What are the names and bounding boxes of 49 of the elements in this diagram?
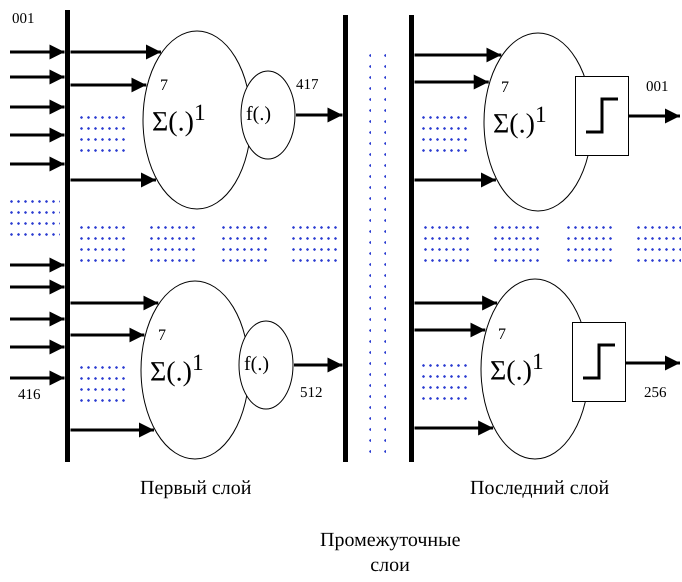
sum-formula: Σ(.)$^{1}$ <box>150 352 204 386</box>
edge-label: 001 <box>12 12 34 27</box>
sum-upper-limit: 7 <box>158 328 166 344</box>
arrow <box>10 312 64 326</box>
arrow <box>414 322 486 338</box>
arrow <box>296 108 342 122</box>
arrow <box>629 108 680 124</box>
arrow <box>10 70 64 84</box>
edge-label: 001 <box>646 80 668 95</box>
arrow <box>10 100 64 114</box>
activation-box <box>575 76 629 156</box>
arrow <box>10 280 64 294</box>
sum-formula: Σ(.)$^{1}$ <box>493 104 547 138</box>
sum-upper-limit: 7 <box>160 78 168 94</box>
edge-label: 512 <box>300 386 322 401</box>
arrow <box>10 156 64 172</box>
layer-caption: Первый слой <box>140 478 252 498</box>
arrow <box>10 128 64 142</box>
edge-label: 417 <box>296 78 318 93</box>
activation-circle <box>238 320 294 410</box>
layer-caption: Последний слой <box>470 478 610 498</box>
sum-upper-limit: 7 <box>498 327 506 343</box>
arrow <box>10 44 64 60</box>
sum-formula: Σ(.)$^{1}$ <box>152 102 206 136</box>
edge-label: 416 <box>18 388 40 403</box>
arrow <box>414 74 489 90</box>
arrow <box>10 370 64 386</box>
arrow <box>294 358 342 372</box>
edge-label: 256 <box>644 386 666 401</box>
sum-formula: Σ(.)$^{1}$ <box>490 351 544 386</box>
sum-upper-limit: 7 <box>501 80 509 96</box>
arrow <box>70 172 156 188</box>
layer-caption: Промежуточные слои <box>320 528 460 578</box>
activation-box <box>572 322 626 402</box>
arrow <box>10 258 64 272</box>
arrow <box>414 420 494 436</box>
arrow <box>414 48 502 62</box>
arrow <box>414 172 496 188</box>
arrow <box>70 296 158 310</box>
function-label: f(.) <box>246 104 271 124</box>
arrow <box>70 44 161 60</box>
arrow <box>626 356 680 370</box>
arrow <box>70 328 144 342</box>
arrow <box>10 340 64 354</box>
arrow <box>414 296 498 310</box>
arrow <box>70 78 146 92</box>
arrow <box>70 422 154 438</box>
activation-circle <box>240 70 296 160</box>
function-label: f(.) <box>244 354 269 374</box>
